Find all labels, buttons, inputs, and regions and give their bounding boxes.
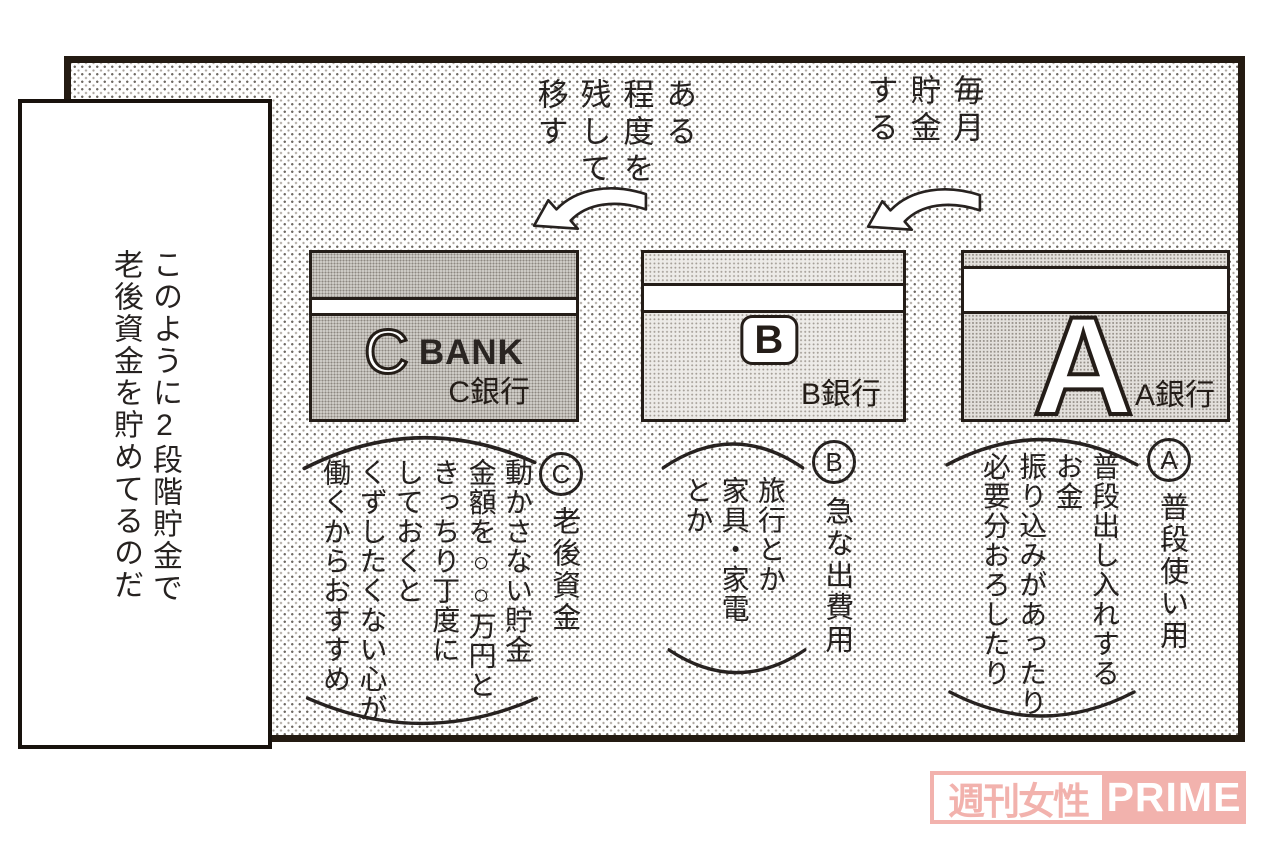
card-b-top-band [644,253,903,283]
c-bank-logo: C BANK [312,318,576,387]
card-a-stripe [964,266,1227,314]
paren-bottom-a-icon [946,688,1138,728]
speech-box: このように2段階貯金で 老後資金を貯めてるのだ [18,99,272,749]
circled-a-badge: A [1147,438,1191,482]
logo-jp-text: 週刊女性 [948,780,1090,822]
c-bank-logo-word: BANK [418,333,524,372]
bank-card-a: A A銀行 [961,250,1230,444]
category-label-c: 老後資金 [547,506,580,634]
bank-card-c: C BANK C銀行 [309,250,579,422]
bank-b-badge: B [739,315,798,365]
bank-card-b: B B銀行 [641,250,906,422]
paren-top-b-icon [660,432,806,472]
note-c: 動かさない貯金 金額を○○万円と きっちり丁度に しておくと くずしたくない心が… [320,458,533,724]
bank-b-name: B銀行 [800,378,881,411]
paren-bottom-c-icon [303,694,541,736]
logo-jp-box: 週刊女性 [934,775,1102,822]
bank-a-big-letter: A [1031,287,1136,444]
card-a-top-band [964,253,1227,266]
paren-top-a-icon [943,427,1141,469]
circled-b-badge: B [812,440,856,484]
flow-label-monthly: 毎月 貯金 する [862,74,984,148]
circled-c-badge: C [539,452,583,496]
logo-prime-text: PRIME [1106,774,1242,820]
c-bank-logo-letter: C [363,318,411,387]
category-label-b: 急な出費用 [820,496,853,656]
bank-a-name: A銀行 [1134,379,1215,412]
card-b-stripe [644,283,903,313]
speech-text: このように2段階貯金で 老後資金を貯めてるのだ [109,249,181,604]
card-c-stripe [312,297,576,316]
note-a: 普段出し入れする お金 振り込みがあったり 必要分おろしたり [979,452,1120,718]
flow-label-transfer: ある 程度を 残して 移す [532,78,697,189]
note-b: 旅行とか 家具・家電 とか [682,476,786,624]
bank-c-name: C銀行 [448,376,530,409]
card-a-body: A A銀行 [964,287,1227,444]
arrow-b-to-c-icon [528,185,650,233]
shukan-josei-prime-logo: 週刊女性 PRIME [930,771,1246,824]
arrow-a-to-b-icon [862,186,984,234]
card-c-body: C BANK C銀行 [312,316,576,419]
category-label-a: 普段使い用 [1155,492,1188,652]
paren-top-c-icon [298,421,539,473]
paren-bottom-b-icon [666,646,808,684]
card-b-body: B B銀行 [644,313,903,419]
card-c-top-band [312,253,576,297]
